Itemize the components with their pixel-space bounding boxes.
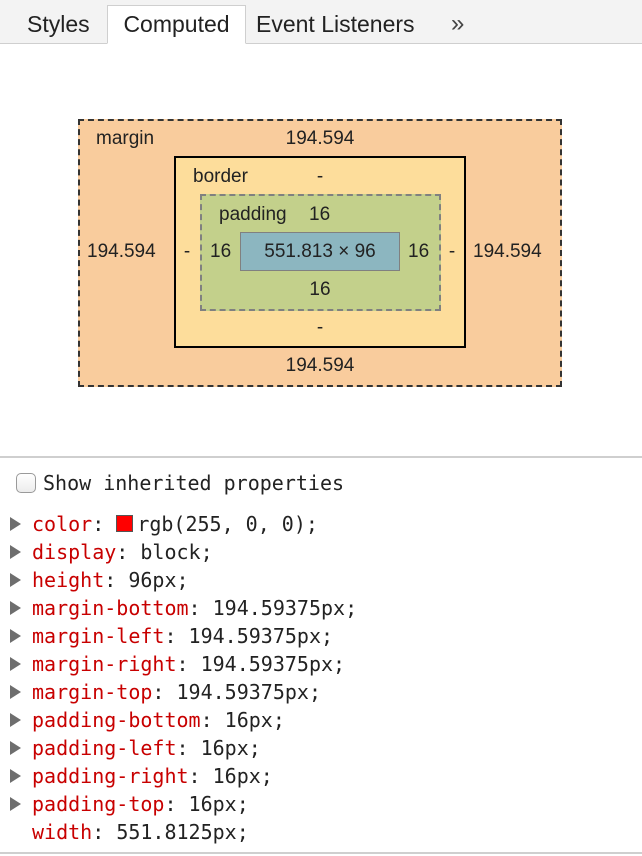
- tab-bar: Styles Computed Event Listeners »: [0, 0, 642, 44]
- pane-bottom-border: [0, 852, 642, 854]
- property-name: height: [32, 568, 105, 592]
- expand-triangle-icon[interactable]: [10, 516, 21, 531]
- expand-triangle-icon[interactable]: [10, 712, 21, 727]
- property-name: margin-bottom: [32, 596, 189, 620]
- property-name: padding-top: [32, 792, 165, 816]
- property-value: 16px;: [224, 708, 285, 732]
- expand-triangle-icon[interactable]: [10, 572, 21, 587]
- property-value: rgb(255, 0, 0);: [137, 512, 318, 536]
- expand-triangle-icon[interactable]: [10, 684, 21, 699]
- margin-bottom-value[interactable]: 194.594: [285, 355, 355, 376]
- expand-triangle-icon[interactable]: [10, 656, 21, 671]
- show-inherited-toggle[interactable]: Show inherited properties: [16, 470, 344, 496]
- property-name: padding-right: [32, 764, 189, 788]
- tab-computed[interactable]: Computed: [107, 5, 246, 44]
- computed-property-row[interactable]: padding-top: 16px;: [10, 790, 249, 818]
- property-name: color: [32, 512, 93, 536]
- computed-property-row[interactable]: height: 96px;: [10, 566, 189, 594]
- padding-bottom-value[interactable]: 16: [309, 279, 331, 300]
- show-inherited-label: Show inherited properties: [43, 471, 345, 495]
- pane-divider: [0, 456, 642, 458]
- property-value: 194.59375px;: [188, 624, 334, 648]
- padding-top-value[interactable]: 16: [309, 204, 331, 225]
- property-value: 194.59375px;: [212, 596, 358, 620]
- expand-triangle-icon[interactable]: [10, 544, 21, 559]
- expand-triangle-icon[interactable]: [10, 796, 21, 811]
- box-model-diagram: margin 194.594 194.594 194.594 194.594 b…: [0, 44, 642, 456]
- margin-label: margin: [96, 128, 155, 149]
- property-value: 16px;: [188, 792, 249, 816]
- padding-label: padding: [219, 204, 287, 225]
- property-name: margin-left: [32, 624, 165, 648]
- border-right-value[interactable]: -: [448, 241, 456, 262]
- computed-property-row[interactable]: padding-bottom: 16px;: [10, 706, 285, 734]
- computed-property-row[interactable]: display: block;: [10, 538, 213, 566]
- computed-property-row[interactable]: margin-top: 194.59375px;: [10, 678, 321, 706]
- property-value: block;: [140, 540, 213, 564]
- property-name: margin-top: [32, 680, 153, 704]
- border-top-value[interactable]: -: [316, 166, 324, 187]
- tab-styles[interactable]: Styles: [27, 11, 90, 37]
- property-value: 96px;: [128, 568, 189, 592]
- expand-triangle-icon[interactable]: [10, 768, 21, 783]
- show-inherited-checkbox[interactable]: [16, 472, 36, 493]
- margin-left-value[interactable]: 194.594: [87, 241, 156, 262]
- computed-properties-list: Show inherited properties color: rgb(255…: [0, 458, 642, 856]
- border-label: border: [193, 166, 248, 187]
- tab-event-listeners[interactable]: Event Listeners: [256, 11, 415, 37]
- property-name: padding-bottom: [32, 708, 201, 732]
- expand-triangle-icon[interactable]: [10, 740, 21, 755]
- expand-triangle-icon[interactable]: [10, 628, 21, 643]
- expand-triangle-icon[interactable]: [10, 600, 21, 615]
- property-value: 194.59375px;: [200, 652, 346, 676]
- computed-property-row[interactable]: color: rgb(255, 0, 0);: [10, 510, 318, 538]
- property-value: 16px;: [200, 736, 261, 760]
- computed-property-row[interactable]: margin-left: 194.59375px;: [10, 622, 333, 650]
- property-value: 194.59375px;: [176, 680, 322, 704]
- computed-property-row[interactable]: margin-bottom: 194.59375px;: [10, 594, 357, 622]
- property-name: margin-right: [32, 652, 177, 676]
- property-name: width: [32, 820, 93, 844]
- computed-property-row: width: 551.8125px;: [32, 820, 249, 844]
- box-model-content: [240, 232, 400, 271]
- content-size-value[interactable]: 551.813 × 96: [264, 241, 376, 262]
- computed-property-row[interactable]: padding-left: 16px;: [10, 734, 261, 762]
- border-bottom-value[interactable]: -: [316, 317, 324, 338]
- padding-right-value[interactable]: 16: [408, 241, 430, 262]
- more-tabs-icon[interactable]: »: [451, 10, 465, 37]
- margin-top-value[interactable]: 194.594: [285, 128, 355, 149]
- border-left-value[interactable]: -: [183, 241, 191, 262]
- padding-left-value[interactable]: 16: [210, 241, 232, 262]
- property-value: 16px;: [212, 764, 273, 788]
- property-name: display: [32, 540, 117, 564]
- computed-property-row[interactable]: margin-right: 194.59375px;: [10, 650, 345, 678]
- margin-right-value[interactable]: 194.594: [473, 241, 542, 262]
- property-value: 551.8125px;: [116, 820, 249, 844]
- property-name: padding-left: [32, 736, 177, 760]
- computed-property-row[interactable]: padding-right: 16px;: [10, 762, 273, 790]
- color-swatch[interactable]: [116, 515, 134, 532]
